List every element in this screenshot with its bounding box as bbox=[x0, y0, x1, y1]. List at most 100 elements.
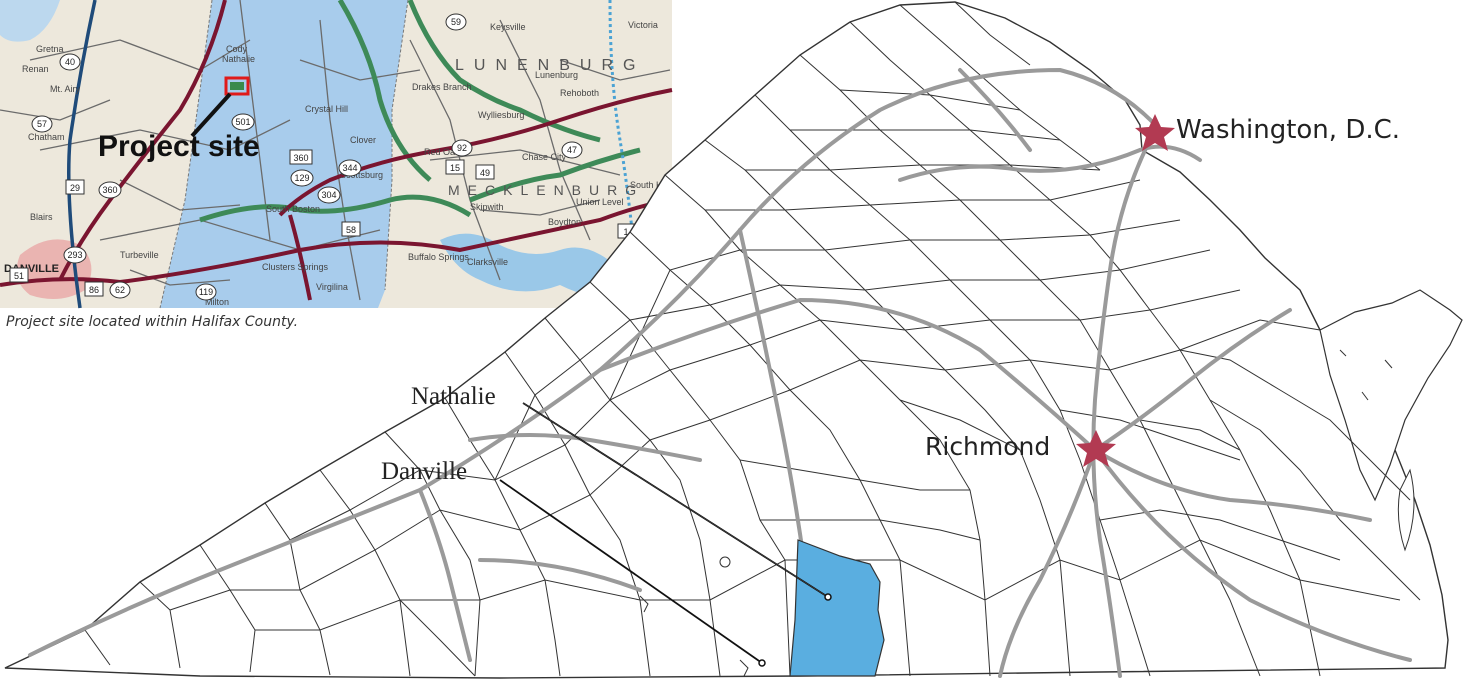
route-shield: 92 bbox=[451, 139, 473, 157]
inset-place-label: Clarksville bbox=[467, 257, 508, 267]
inset-place-label: Blairs bbox=[30, 212, 53, 222]
route-shield: 86 bbox=[84, 281, 104, 297]
inset-place-label: Milton bbox=[205, 297, 229, 307]
inset-place-label: Mt. Airy bbox=[50, 84, 81, 94]
nathalie-point bbox=[824, 593, 832, 601]
route-shield: 119 bbox=[195, 283, 217, 301]
inset-place-label: Union Level bbox=[576, 197, 624, 207]
inset-place-label: Scottsburg bbox=[340, 170, 383, 180]
eastern-shore bbox=[1319, 289, 1463, 502]
svg-text:29: 29 bbox=[70, 183, 80, 193]
inset-place-label: Red Oak bbox=[424, 147, 460, 157]
svg-text:501: 501 bbox=[235, 117, 250, 127]
interstate-66 bbox=[898, 148, 1142, 182]
washington-label: Washington, D.C. bbox=[1176, 115, 1401, 145]
inset-place-label: Drakes Branch bbox=[412, 82, 472, 92]
halifax-county bbox=[789, 539, 885, 677]
richmond-star bbox=[1076, 430, 1116, 467]
inset-place-label: Keysville bbox=[490, 22, 526, 32]
svg-text:304: 304 bbox=[321, 190, 336, 200]
nathalie-label: Nathalie bbox=[411, 383, 496, 410]
us-17 bbox=[1093, 308, 1292, 452]
svg-text:360: 360 bbox=[293, 153, 308, 163]
svg-text:51: 51 bbox=[14, 271, 24, 281]
svg-text:360: 360 bbox=[102, 185, 117, 195]
inset-place-label: Victoria bbox=[628, 20, 658, 30]
svg-text:47: 47 bbox=[567, 145, 577, 155]
virginia-state bbox=[4, 1, 1463, 679]
inset-place-label: Gretna bbox=[36, 44, 64, 54]
route-shield: 51 bbox=[9, 267, 29, 283]
interstate-64-east bbox=[1093, 448, 1372, 522]
road-north bbox=[958, 68, 1032, 152]
county-boundaries bbox=[84, 1, 1421, 677]
virginia-outline bbox=[4, 1, 1449, 679]
inset-highway-58 bbox=[0, 198, 673, 287]
svg-text:40: 40 bbox=[65, 57, 75, 67]
svg-text:129: 129 bbox=[294, 173, 309, 183]
route-shield: 62 bbox=[109, 281, 131, 299]
inset-place-label: Clover bbox=[350, 135, 376, 145]
interstate-77 bbox=[418, 488, 472, 662]
svg-text:1: 1 bbox=[623, 227, 628, 237]
svg-text:49: 49 bbox=[480, 168, 490, 178]
inset-place-label: South Hill bbox=[630, 180, 669, 190]
route-shield: 49 bbox=[475, 164, 495, 180]
route-shield: 344 bbox=[338, 159, 362, 177]
road-southwest bbox=[478, 558, 642, 592]
project-site-fill bbox=[230, 82, 244, 90]
inset-water-nw bbox=[0, 0, 60, 42]
svg-text:92: 92 bbox=[457, 143, 467, 153]
project-site-leader bbox=[190, 92, 232, 138]
inset-green-route-1 bbox=[337, 0, 432, 182]
inset-region-lunenburg: LUNENBURG bbox=[455, 57, 645, 74]
inset-place-label: Chase City bbox=[522, 152, 567, 162]
project-site-marker bbox=[224, 76, 250, 96]
inset-caption: Project site located within Halifax Coun… bbox=[6, 314, 299, 330]
interstate-85 bbox=[1093, 448, 1412, 662]
us-58-connector bbox=[998, 448, 1097, 678]
inset-place-label: Lunenburg bbox=[535, 70, 578, 80]
roads bbox=[28, 67, 1412, 678]
svg-text:293: 293 bbox=[67, 250, 82, 260]
nathalie-leader bbox=[522, 402, 829, 598]
route-shield: 360 bbox=[289, 149, 313, 165]
inset-place-label: Crystal Hill bbox=[305, 104, 348, 114]
route-shield: 40 bbox=[59, 53, 81, 71]
danville-label: Danville bbox=[381, 458, 468, 485]
inset-place-label: Boydton bbox=[548, 217, 581, 227]
project-site-label: Project site bbox=[98, 130, 260, 163]
route-shield: 57 bbox=[31, 115, 53, 133]
route-shield: 501 bbox=[231, 113, 255, 131]
route-shield: 15 bbox=[445, 159, 465, 175]
inset-place-label: South Boston bbox=[266, 204, 320, 214]
svg-text:344: 344 bbox=[342, 163, 357, 173]
inset-lake bbox=[440, 233, 625, 300]
svg-text:86: 86 bbox=[89, 285, 99, 295]
danville-point bbox=[758, 659, 766, 667]
svg-text:59: 59 bbox=[451, 17, 461, 27]
inset-highway-360 bbox=[278, 88, 673, 217]
svg-text:62: 62 bbox=[115, 285, 125, 295]
inset-map: Renan Gretna Mt. Airy Chatham Blairs Cod… bbox=[0, 0, 673, 309]
inset-place-label: Nathalie bbox=[222, 54, 255, 64]
route-shield: 129 bbox=[290, 169, 314, 187]
svg-text:119: 119 bbox=[199, 287, 213, 297]
inset-place-label: Virgilina bbox=[316, 282, 348, 292]
washington-star bbox=[1135, 114, 1175, 151]
svg-text:58: 58 bbox=[346, 225, 356, 235]
inset-place-label: Wylliesburg bbox=[478, 110, 524, 120]
inset-region-mecklenburg: MECKLENBURG bbox=[448, 182, 644, 198]
inset-place-label: Skipwith bbox=[470, 202, 504, 212]
route-shield: 59 bbox=[445, 13, 467, 31]
route-shield: 47 bbox=[561, 141, 583, 159]
inset-place-label: Chatham bbox=[28, 132, 65, 142]
inset-place-label: Clusters Springs bbox=[262, 262, 329, 272]
svg-text:15: 15 bbox=[450, 163, 460, 173]
route-shield: 29 bbox=[65, 179, 85, 195]
route-shield: 58 bbox=[341, 221, 361, 237]
svg-text:57: 57 bbox=[37, 119, 47, 129]
interstate-95 bbox=[1091, 138, 1152, 678]
